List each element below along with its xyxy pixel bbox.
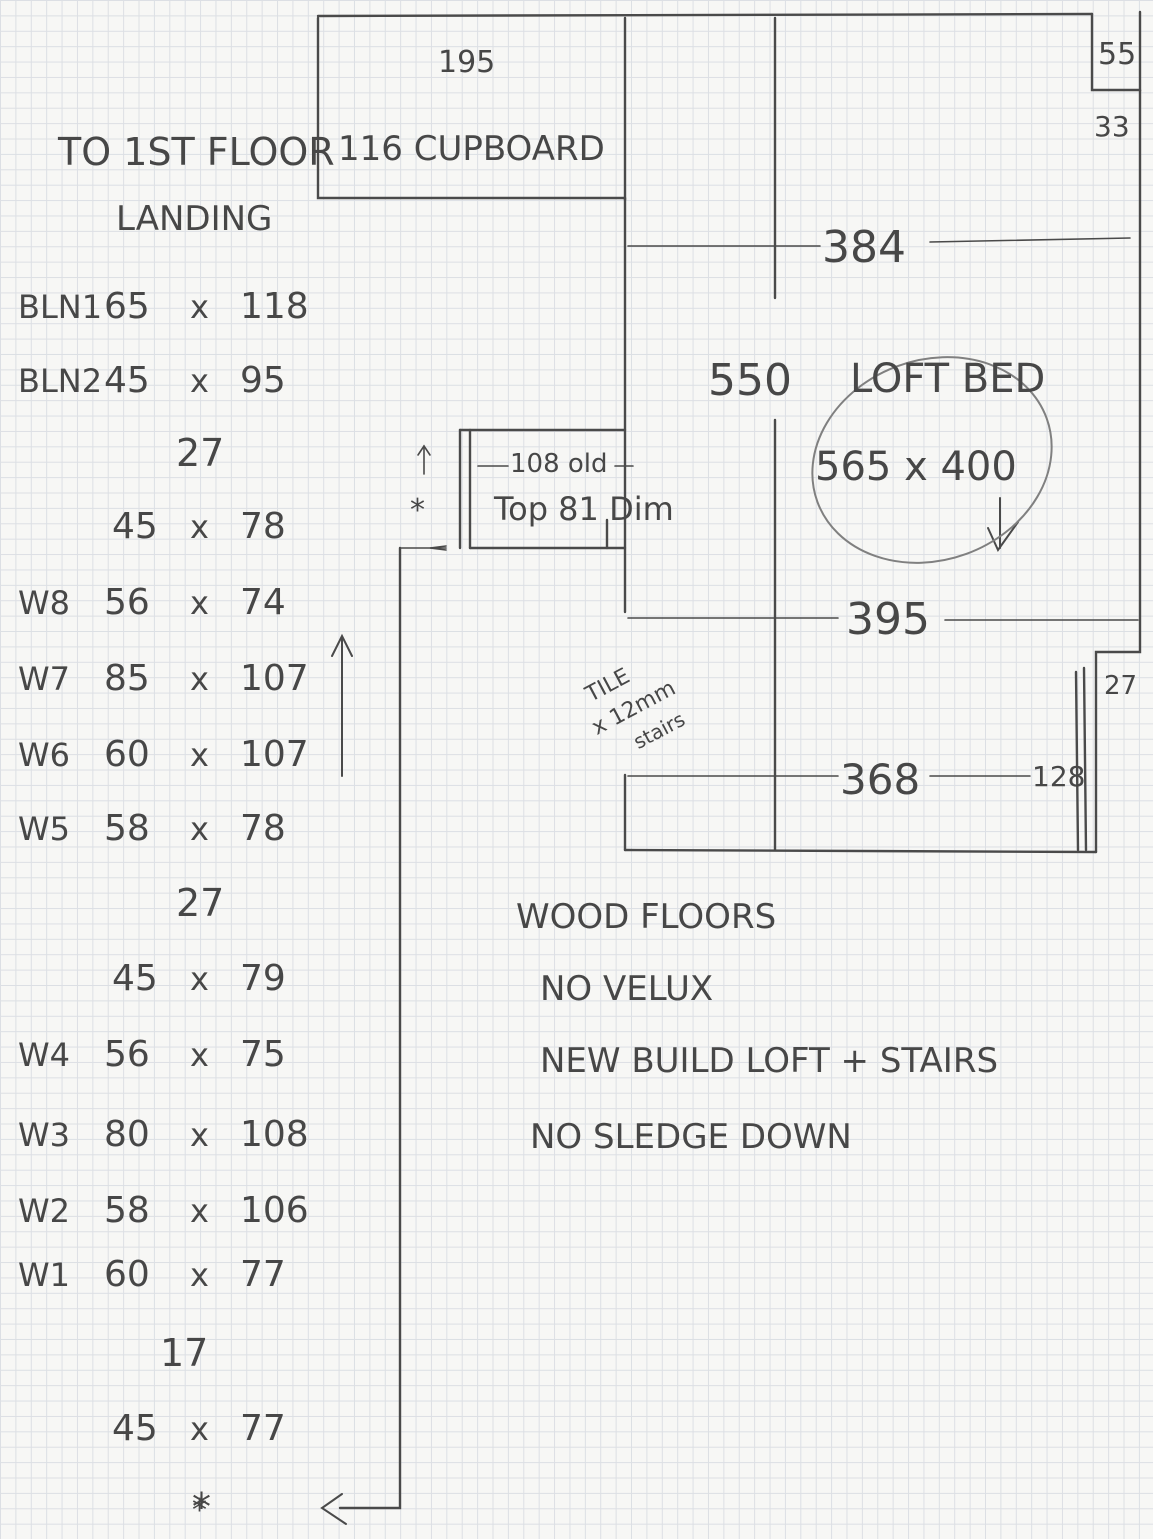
window-width: 60 [104, 1254, 150, 1295]
window-tag: BLN1 [18, 288, 102, 326]
window-width: 56 [104, 582, 150, 623]
window-tag: W4 [18, 1036, 70, 1074]
window-height: 78 [240, 506, 286, 547]
window-tag: W5 [18, 810, 70, 848]
window-tag: W7 [18, 660, 70, 698]
window-width: 58 [104, 808, 150, 849]
window-spacer-value: 27 [176, 431, 224, 475]
window-height: 106 [240, 1190, 309, 1231]
direction-arrows [320, 497, 1019, 1525]
window-times: x [190, 960, 209, 998]
stair-note-108-old: 108 old [510, 449, 608, 479]
window-times: x [190, 660, 209, 698]
window-height: 77 [240, 1408, 286, 1449]
outer-wall-top [316, 12, 1094, 18]
loft-bed-size: 565 x 400 [815, 444, 1017, 490]
window-times: x [190, 736, 209, 774]
window-height: 74 [240, 582, 286, 623]
window-times: x [190, 288, 209, 326]
loft-bed-circle [811, 356, 1053, 564]
dim-label-27-right: 27 [1104, 671, 1137, 701]
window-width: 45 [112, 958, 158, 999]
window-times: x [190, 362, 209, 400]
stair-up-arrow-head [417, 444, 431, 456]
window-tag: W3 [18, 1116, 70, 1154]
up-arrow-head [331, 633, 353, 657]
stair-flight [338, 546, 402, 1510]
window-width: 58 [104, 1190, 150, 1231]
window-height: 108 [240, 1114, 309, 1155]
window-times: x [190, 810, 209, 848]
stair-star: * [410, 493, 425, 528]
window-spacer-value: * [192, 1485, 211, 1529]
window-height: 107 [240, 734, 309, 775]
dim-label-395: 395 [846, 594, 930, 645]
window-times: x [190, 1192, 209, 1230]
dim-label-368: 368 [840, 755, 920, 804]
window-times: x [190, 1410, 209, 1448]
dim-line-384-right [929, 237, 1131, 243]
bottom-left-arrow-head [320, 1493, 347, 1525]
window-tag: W8 [18, 584, 70, 622]
cupboard-label: 116 CUPBOARD [338, 129, 605, 169]
loft-bed-label: LOFT BED [850, 356, 1045, 402]
loft-bed-arrow-head [987, 521, 1019, 552]
window-tag: W2 [18, 1192, 70, 1230]
right-inner-strip-b [1082, 666, 1088, 852]
note-no-sledge-down: NO SLEDGE DOWN [530, 1117, 852, 1157]
bottom-star: * [192, 1493, 207, 1528]
landing-header-line1: TO 1ST FLOOR [57, 130, 335, 174]
window-width: 80 [104, 1114, 150, 1155]
dim-label-128: 128 [1032, 760, 1085, 793]
corner-box-55 [1090, 10, 1142, 92]
window-height: 75 [240, 1034, 286, 1075]
window-tag: W6 [18, 736, 70, 774]
window-width: 60 [104, 734, 150, 775]
corner-label-33: 33 [1094, 110, 1130, 143]
window-height: 95 [240, 360, 286, 401]
window-width: 45 [112, 506, 158, 547]
plan-walls [316, 10, 1142, 1510]
window-width: 56 [104, 1034, 150, 1075]
note-new-build: NEW BUILD LOFT + STAIRS [540, 1041, 998, 1081]
window-width: 45 [112, 1408, 158, 1449]
window-times: x [190, 1036, 209, 1074]
window-times: x [190, 1116, 209, 1154]
landing-header-line2: LANDING [116, 199, 272, 239]
window-times: x [190, 508, 209, 546]
dim-label-384: 384 [822, 222, 906, 273]
dim-label-550: 550 [708, 355, 792, 406]
outer-wall-top-left [316, 16, 627, 200]
window-tag: W1 [18, 1256, 70, 1294]
window-width: 65 [104, 286, 150, 327]
stair-note-top-81-dim: Top 81 Dim [493, 490, 674, 528]
window-height: 79 [240, 958, 286, 999]
dimension-lines [399, 237, 1139, 777]
cupboard-width: 195 [438, 45, 495, 80]
window-times: x [190, 1256, 209, 1294]
window-width: 45 [104, 360, 150, 401]
right-inner-strip-a [1074, 670, 1080, 852]
window-times: x [190, 584, 209, 622]
window-tag: BLN2 [18, 362, 102, 400]
window-height: 77 [240, 1254, 286, 1295]
note-no-velux: NO VELUX [540, 969, 713, 1009]
outer-wall-bottom [623, 848, 1098, 854]
window-width: 85 [104, 658, 150, 699]
note-wood-floors: WOOD FLOORS [516, 897, 776, 937]
window-height: 78 [240, 808, 286, 849]
window-spacer-value: 27 [176, 881, 224, 925]
corner-label-55: 55 [1098, 37, 1136, 72]
window-height: 118 [240, 286, 309, 327]
window-height: 107 [240, 658, 309, 699]
window-spacer-value: 17 [160, 1331, 208, 1375]
tile-note: TILE x 12mm stairs [581, 664, 689, 754]
outer-wall-right [1094, 88, 1142, 854]
